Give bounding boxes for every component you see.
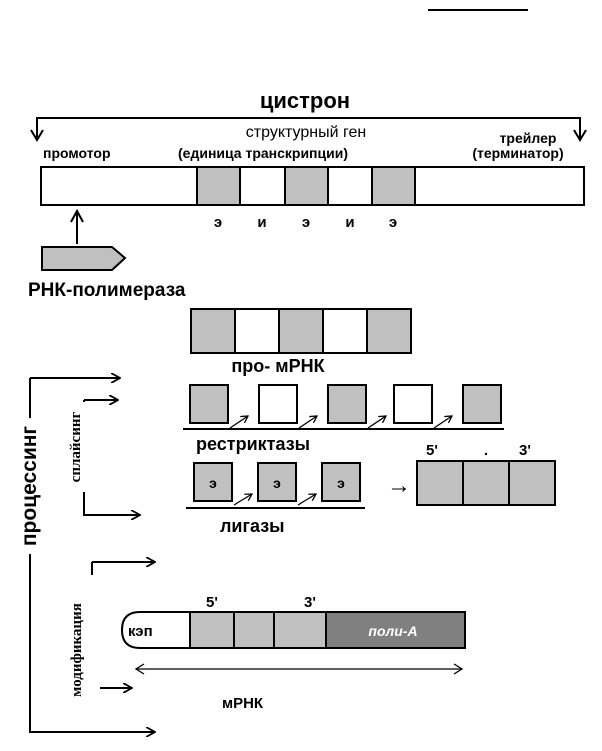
exon-3 bbox=[371, 166, 416, 206]
poly-a-label: поли-А bbox=[368, 623, 417, 639]
structural-gene-label: структурный ген bbox=[246, 124, 366, 141]
segment-label-4: и bbox=[345, 214, 354, 231]
pro-mrna-strip bbox=[190, 308, 412, 354]
cap-label: кэп bbox=[128, 623, 153, 640]
terminator-label: (терминатор) bbox=[472, 145, 563, 161]
ligase-exon-label-3: э bbox=[337, 475, 345, 491]
poly-a-tail bbox=[325, 611, 466, 649]
ligase-exons bbox=[193, 462, 361, 502]
result-dot bbox=[484, 452, 488, 456]
splicing-label: сплайсинг bbox=[68, 412, 84, 483]
segment-label-1: э bbox=[214, 214, 222, 231]
polymerase-label: РНК-полимераза bbox=[28, 280, 186, 301]
ligase-exon-label-1: э bbox=[209, 475, 217, 491]
ligase-exon-label-2: э bbox=[273, 475, 281, 491]
restrictase-fragments bbox=[189, 384, 502, 424]
segment-label-3: э bbox=[302, 214, 310, 231]
splicing-label-bg bbox=[62, 402, 92, 492]
polymerase-shape bbox=[41, 246, 127, 271]
trailer-label: трейлер bbox=[500, 130, 557, 146]
cistron-title: цистрон bbox=[260, 88, 350, 113]
mrna-5prime-label: 5' bbox=[206, 594, 218, 611]
cut-sites bbox=[229, 416, 452, 429]
pro-mrna-label: про- мРНК bbox=[231, 356, 325, 376]
mrna-3prime-label: 3' bbox=[304, 594, 316, 611]
ligation-arrows bbox=[233, 494, 316, 506]
promoter-label: промотор bbox=[43, 145, 111, 161]
restrictases-label: рестриктазы bbox=[196, 434, 310, 454]
exon-1 bbox=[196, 166, 241, 206]
mature-mrna bbox=[120, 611, 466, 649]
mature-exon-strip bbox=[416, 460, 556, 506]
modification-label: модификация bbox=[69, 603, 85, 697]
cistron-bracket bbox=[30, 117, 587, 142]
result-5prime-label: 5' bbox=[426, 442, 438, 459]
segment-label-5: э bbox=[389, 214, 397, 231]
result-arrow: → bbox=[387, 472, 411, 499]
splicing-bracket bbox=[83, 400, 140, 515]
modification-label-bg bbox=[62, 575, 100, 725]
transcription-unit-label: (единица транскрипции) bbox=[178, 145, 348, 161]
mrna-label: мРНК bbox=[222, 695, 264, 712]
ligases-label: лигазы bbox=[220, 516, 285, 536]
result-3prime-label: 3' bbox=[519, 442, 531, 459]
exon-2 bbox=[284, 166, 329, 206]
mrna-span-arrow bbox=[134, 663, 464, 675]
processing-label-bg bbox=[14, 418, 46, 554]
polymerase-binding-arrow bbox=[70, 208, 84, 244]
segment-label-2: и bbox=[257, 214, 266, 231]
cap-shape bbox=[120, 611, 191, 649]
processing-label: процессинг bbox=[18, 426, 41, 547]
